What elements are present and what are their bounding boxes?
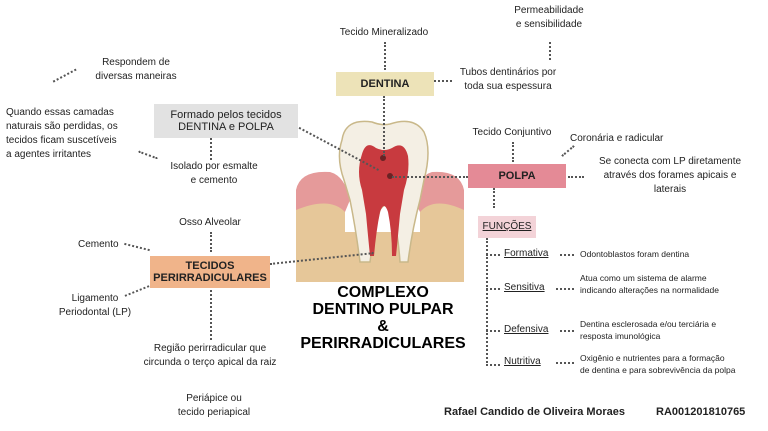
label-tecido-conjuntivo: Tecido Conjuntivo bbox=[472, 127, 552, 138]
connector-permeab bbox=[549, 42, 551, 60]
gingiva-shape bbox=[296, 171, 350, 212]
label-tecido-mineralizado: Tecido Mineralizado bbox=[339, 27, 429, 38]
dentina-marker bbox=[380, 155, 386, 161]
box-funcoes: FUNÇÕES bbox=[478, 216, 536, 238]
connector-defensiva-desc bbox=[560, 330, 574, 332]
label-periapice: Periápice ou tecido periapical bbox=[177, 393, 251, 418]
label-respondem: Respondem de diversas maneiras bbox=[95, 57, 177, 82]
connector-osso bbox=[210, 232, 212, 252]
title-line-3: & bbox=[377, 318, 389, 335]
connector-sensitiva-desc bbox=[556, 288, 574, 290]
student-ra: RA001201810765 bbox=[656, 406, 746, 418]
label-permeabilidade: Permeabilidade e sensibilidade bbox=[514, 5, 584, 30]
box-formado: Formado pelos tecidos DENTINA e POLPA bbox=[154, 104, 298, 138]
label-quando: Quando essas camadas naturais são perdid… bbox=[6, 107, 118, 160]
label-tubos: Tubos dentinários por toda sua espessura bbox=[459, 67, 557, 92]
connector-regiao bbox=[210, 290, 212, 340]
box-polpa: POLPA bbox=[468, 164, 566, 188]
label-coronaria: Coronária e radicular bbox=[570, 133, 664, 144]
polpa-marker bbox=[387, 173, 393, 179]
function-name-nutritiva: Nutritiva bbox=[504, 356, 541, 367]
title-line-1: COMPLEXO bbox=[337, 284, 429, 301]
diagram-title: COMPLEXO DENTINO PULPAR & PERIRRADICULAR… bbox=[292, 284, 474, 352]
function-desc-nutritiva: Oxigênio e nutrientes para a formação de… bbox=[580, 353, 736, 375]
label-isolado: Isolado por esmalte e cemento bbox=[170, 161, 258, 186]
bone-base bbox=[296, 232, 464, 282]
author-name: Rafael Candido de Oliveira Moraes bbox=[444, 406, 625, 418]
label-conecta: Se conecta com LP diretamente através do… bbox=[598, 156, 742, 195]
function-desc-defensiva: Dentina esclerosada e/ou terciária e res… bbox=[580, 319, 717, 341]
branch-sensitiva bbox=[486, 288, 500, 290]
connector-conecta bbox=[568, 176, 584, 178]
function-name-defensiva: Defensiva bbox=[504, 324, 549, 335]
box-dentina: DENTINA bbox=[336, 72, 434, 96]
branch-defensiva bbox=[486, 330, 500, 332]
connector-funcoes-tree bbox=[486, 238, 488, 366]
function-desc-sensitiva: Atua como um sistema de alarme indicando… bbox=[580, 273, 719, 295]
connector-formado-isolado bbox=[210, 138, 212, 160]
connector-tubos bbox=[434, 80, 452, 82]
connector-polpa-tooth bbox=[392, 176, 468, 178]
connector-tecconj bbox=[512, 142, 514, 162]
gingiva-shape-right bbox=[414, 171, 464, 212]
connector-tecmin bbox=[384, 42, 386, 70]
label-cemento: Cemento bbox=[78, 239, 119, 250]
label-ligamento: Ligamento Periodontal (LP) bbox=[58, 293, 132, 318]
title-line-2: DENTINO PULPAR bbox=[312, 301, 454, 318]
function-desc-formativa: Odontoblastos foram dentina bbox=[580, 249, 690, 259]
title-line-4: PERIRRADICULARES bbox=[300, 335, 466, 352]
connector-formativa-desc bbox=[560, 254, 574, 256]
box-tecidos-perirradiculares: TECIDOS PERIRRADICULARES bbox=[150, 256, 270, 288]
connector-polpa-funcoes bbox=[493, 188, 495, 208]
label-osso-alveolar: Osso Alveolar bbox=[179, 217, 241, 228]
branch-nutritiva bbox=[486, 364, 500, 366]
pulp-shape bbox=[359, 145, 409, 256]
branch-formativa bbox=[486, 254, 500, 256]
function-name-formativa: Formativa bbox=[504, 248, 549, 259]
function-name-sensitiva: Sensitiva bbox=[504, 282, 545, 293]
connector-nutritiva-desc bbox=[556, 362, 574, 364]
connector-dentina-tooth bbox=[383, 96, 385, 156]
label-regiao: Região perirradicular que circunda o ter… bbox=[143, 343, 277, 368]
